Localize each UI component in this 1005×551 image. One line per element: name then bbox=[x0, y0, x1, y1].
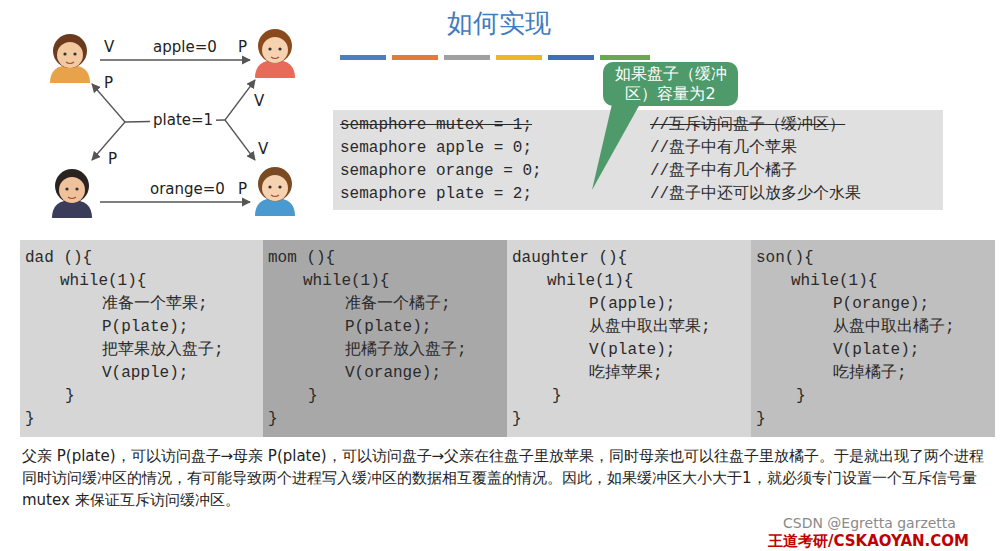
code-line: 准备一个橘子; bbox=[345, 294, 451, 314]
semaphore-box: semaphore mutex = 1; //互斥访问盘子（缓冲区） semapho… bbox=[333, 110, 943, 210]
signal-op: V bbox=[258, 140, 268, 158]
callout-bubble: 如果盘子（缓冲区）容量为2 bbox=[603, 62, 738, 106]
code-line: 从盘中取出苹果; bbox=[589, 317, 711, 337]
person-icon bbox=[50, 34, 90, 83]
code-line: 吃掉橘子; bbox=[833, 363, 907, 383]
signal-op: P bbox=[238, 180, 247, 198]
code-line: son(){ bbox=[756, 248, 814, 268]
slide-title: 如何实现 bbox=[447, 6, 551, 41]
code-panel: son(){ while(1){ P(orange); 从盘中取出橘子; V(plate… bbox=[751, 240, 995, 437]
code-panel: dad (){ while(1){ 准备一个苹果; P(plate); 把苹果放入盘子;… bbox=[20, 240, 263, 437]
code-line: } bbox=[796, 386, 806, 406]
code-line: 吃掉苹果; bbox=[589, 363, 663, 383]
signal-op: P bbox=[238, 38, 247, 56]
semaphore-label: apple=0 bbox=[153, 38, 217, 56]
code-line: while(1){ bbox=[547, 271, 633, 291]
code-line: V(orange); bbox=[345, 363, 441, 383]
code-line: semaphore apple = 0; bbox=[340, 138, 532, 158]
code-line: daughter (){ bbox=[512, 248, 627, 268]
code-comment: //盘子中有几个苹果 bbox=[650, 138, 797, 158]
semaphore-label: orange=0 bbox=[150, 180, 225, 198]
code-line: } bbox=[65, 386, 75, 406]
code-line: 从盘中取出橘子; bbox=[833, 317, 955, 337]
code-panel: daughter (){ while(1){ P(apple); 从盘中取出苹果; V(… bbox=[507, 240, 751, 437]
code-line: 把橘子放入盘子; bbox=[345, 340, 467, 360]
code-line: 准备一个苹果; bbox=[102, 294, 208, 314]
person-icon bbox=[52, 169, 92, 218]
code-line: semaphore mutex = 1; bbox=[340, 115, 532, 135]
signal-op: V bbox=[254, 92, 264, 110]
code-line: P(apple); bbox=[589, 294, 675, 314]
code-line: P(plate); bbox=[345, 317, 431, 337]
watermark: CSDN @Egretta garzetta bbox=[783, 514, 956, 532]
person-icon bbox=[255, 167, 295, 216]
signal-op: V bbox=[104, 38, 114, 56]
signal-op: P bbox=[104, 74, 113, 92]
person-icon bbox=[255, 29, 295, 78]
code-comment: //盘子中有几个橘子 bbox=[650, 161, 797, 181]
callout-text: 如果盘子（缓冲区）容量为2 bbox=[603, 62, 738, 106]
code-line: } bbox=[308, 386, 318, 406]
code-line: V(apple); bbox=[102, 363, 188, 383]
person-icons bbox=[50, 29, 295, 218]
code-line: while(1){ bbox=[303, 271, 389, 291]
code-line: } bbox=[25, 409, 35, 429]
code-line: mom (){ bbox=[268, 248, 335, 268]
code-line: } bbox=[268, 409, 278, 429]
code-line: P(orange); bbox=[833, 294, 929, 314]
code-line: while(1){ bbox=[60, 271, 146, 291]
caption-note: 父亲 P(plate)，可以访问盘子→母亲 P(plate)，可以访问盘子→父亲… bbox=[22, 445, 987, 511]
code-comment: //盘子中还可以放多少个水果 bbox=[650, 184, 861, 204]
code-line: semaphore orange = 0; bbox=[340, 161, 542, 181]
code-line: while(1){ bbox=[791, 271, 877, 291]
code-panel: mom (){ while(1){ 准备一个橘子; P(plate); 把橘子放入盘子;… bbox=[263, 240, 507, 437]
code-line: 把苹果放入盘子; bbox=[102, 340, 224, 360]
code-line: dad (){ bbox=[25, 248, 92, 268]
semaphore-label: plate=1 bbox=[150, 111, 216, 129]
code-line: } bbox=[756, 409, 766, 429]
code-comment: //互斥访问盘子（缓冲区） bbox=[650, 115, 845, 135]
code-line: } bbox=[552, 386, 562, 406]
title-bar bbox=[340, 55, 650, 60]
code-line: V(plate); bbox=[589, 340, 675, 360]
code-line: semaphore plate = 2; bbox=[340, 184, 532, 204]
sync-lines bbox=[92, 60, 255, 202]
code-line: V(plate); bbox=[833, 340, 919, 360]
signal-op: P bbox=[108, 150, 117, 168]
code-line: P(plate); bbox=[102, 317, 188, 337]
code-line: } bbox=[512, 409, 522, 429]
watermark: 王道考研/CSKAOYAN.COM bbox=[768, 532, 969, 550]
